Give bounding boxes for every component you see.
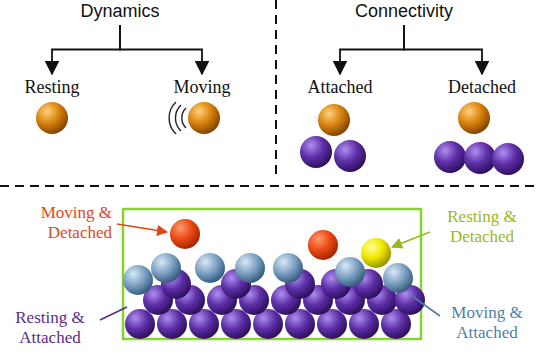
category-name: Moving [170,76,233,99]
tree-arrow [340,25,404,74]
resting-ball [36,102,68,134]
moving-attached-ball [123,265,153,295]
state-label: Resting & Attached [2,308,98,347]
divider-line [0,185,538,187]
sample-box [123,209,421,339]
leader-arrow [117,224,167,232]
moving-attached-ball [335,257,365,287]
attached-ball [318,104,350,136]
moving-attached-ball [273,253,303,283]
tree-arrow [120,25,202,74]
node-text: Resting [24,77,79,98]
resting-attached-ball [125,309,155,339]
moving-attached-ball [235,253,265,283]
divider-line [275,0,277,178]
node-text: Dynamics [80,1,159,22]
moving-detached-ball [170,219,200,249]
state-label: Resting & Detached [432,207,532,246]
category-heading: Dynamics [77,0,162,23]
node-text: Connectivity [355,1,453,22]
node-text: Detached [448,77,516,98]
leader-line [412,296,440,316]
node-text: Attached [308,77,373,98]
detached-ball [458,102,490,134]
purple-ball [492,143,524,175]
resting-detached-ball [361,238,391,268]
state-label: Moving & Detached [8,203,112,242]
category-name: Resting [21,76,82,99]
moving-attached-ball [151,253,181,283]
moving-attached-ball [195,253,225,283]
purple-ball [434,141,466,173]
category-name: Attached [305,76,376,99]
moving-attached-ball [383,263,413,293]
state-label: Moving & Attached [440,303,534,342]
moving-ball [188,102,220,134]
leader-arrow [392,232,430,247]
category-heading: Connectivity [352,0,456,23]
purple-ball [464,142,496,174]
motion-marks [169,102,186,134]
purple-ball [300,136,332,168]
tree-arrow [404,25,482,74]
tree-arrow [52,25,120,74]
purple-ball [334,140,366,172]
leader-line [100,307,127,320]
node-text: Moving [173,77,230,98]
category-name: Detached [445,76,519,99]
moving-detached-ball [308,230,338,260]
